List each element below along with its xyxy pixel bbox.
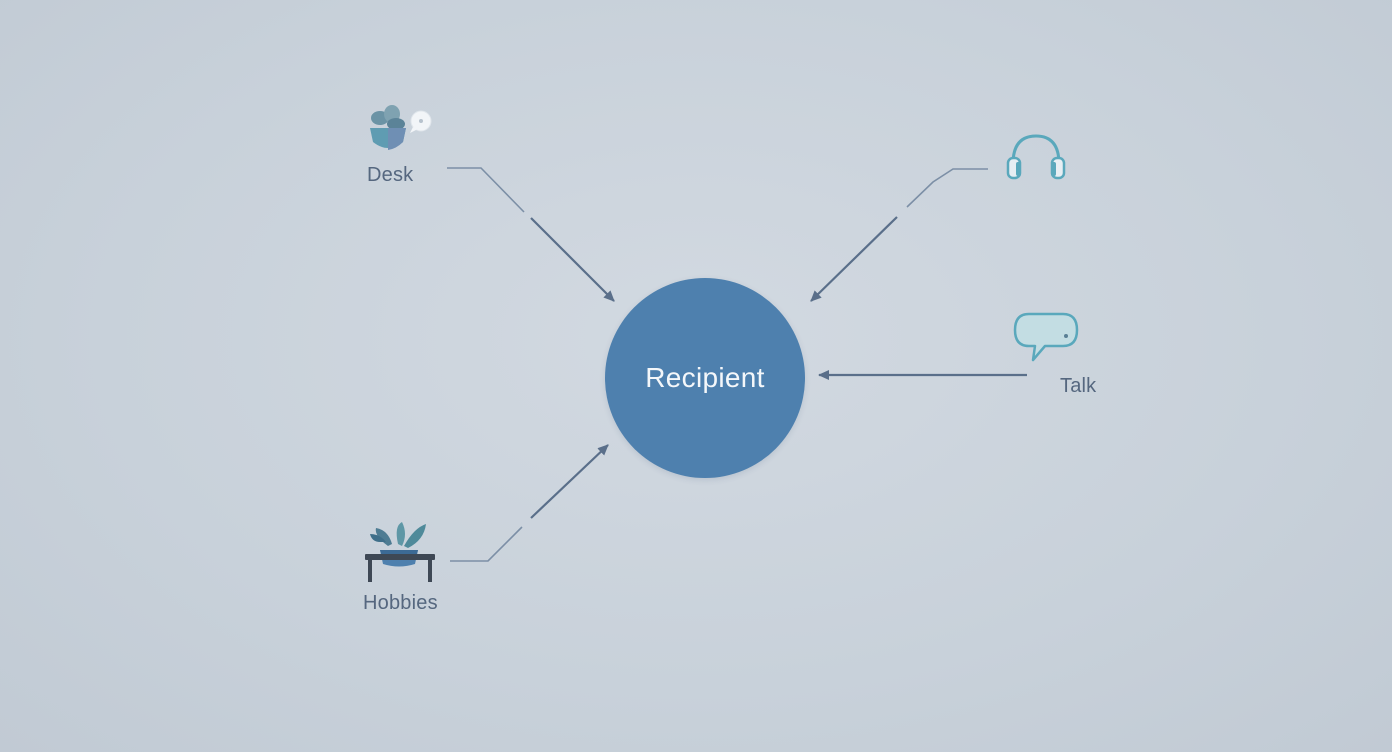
node-label-talk: Talk bbox=[1060, 375, 1097, 397]
arrow-hobbies bbox=[530, 444, 609, 519]
connector-desk bbox=[447, 167, 615, 302]
speech-bubble-icon bbox=[1013, 312, 1079, 362]
connector-headphones-lead bbox=[906, 168, 988, 208]
connector-desk-lead bbox=[447, 167, 525, 213]
recipient-node: Recipient bbox=[605, 278, 805, 478]
connector-hobbies-lead bbox=[450, 526, 523, 562]
node-label-desk: Desk bbox=[367, 164, 414, 186]
node-label-hobbies: Hobbies bbox=[363, 592, 438, 614]
recipient-label: Recipient bbox=[645, 362, 765, 393]
plant-with-speech-bubble-icon bbox=[370, 105, 432, 150]
potted-plant-on-table-icon bbox=[365, 522, 435, 582]
arrow-desk bbox=[530, 217, 615, 302]
arrow-headphones bbox=[810, 216, 898, 302]
connector-hobbies bbox=[450, 444, 609, 562]
connector-headphones bbox=[810, 168, 988, 302]
headphones-icon bbox=[1006, 134, 1066, 180]
